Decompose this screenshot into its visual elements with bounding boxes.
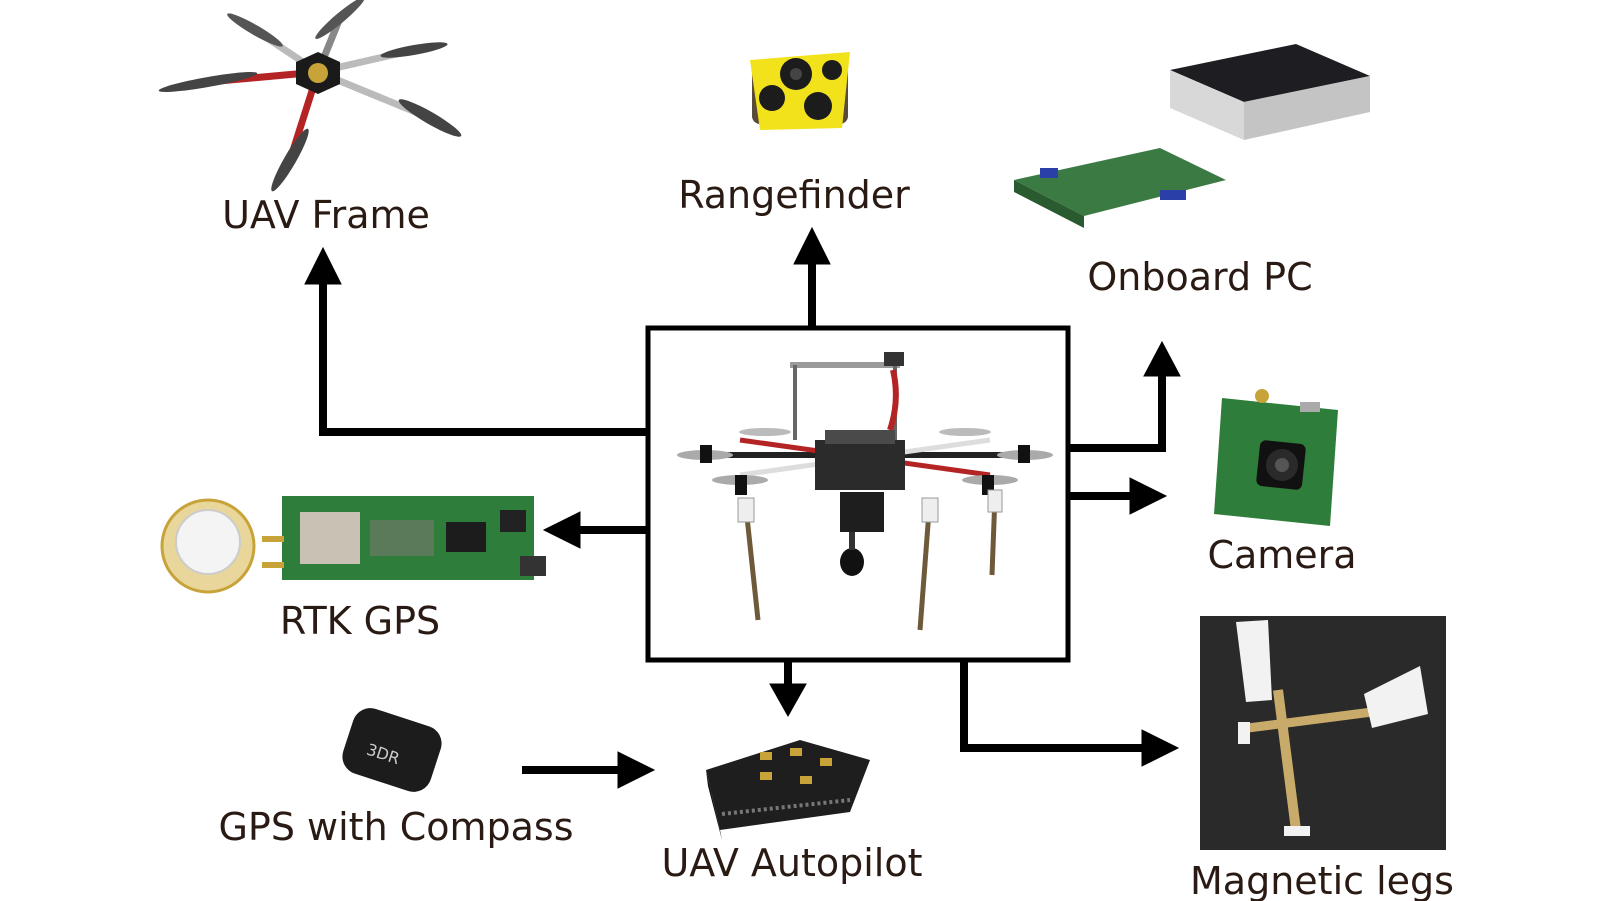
autopilot-board-image — [706, 740, 870, 840]
rtk-gps-board-image — [160, 496, 546, 594]
label-rangefinder: Rangefinder — [678, 173, 910, 217]
label-gps-with-compass: GPS with Compass — [218, 805, 573, 849]
arrow-to-onboard-pc — [1068, 372, 1166, 452]
arrowhead-rangefinder — [793, 226, 831, 265]
arrow-to-frame — [319, 280, 648, 436]
label-onboard-pc: Onboard PC — [1087, 255, 1312, 299]
onboard-pc-image — [1014, 44, 1370, 228]
connector-arrows — [304, 226, 1181, 789]
arrowhead-magnetic-legs — [1141, 729, 1180, 767]
gps-compass-puck-image: 3DR — [342, 708, 442, 792]
magnetic-legs-photo — [1200, 616, 1446, 850]
arrowhead-gps-to-autopilot — [617, 751, 656, 789]
arrowhead-rtk-gps — [542, 511, 581, 549]
label-camera: Camera — [1207, 533, 1356, 577]
arrowhead-onboard-pc — [1143, 340, 1181, 377]
rangefinder-sensor-image — [750, 52, 850, 130]
arrow-to-magnetic-legs — [960, 660, 1144, 752]
camera-module-image — [1214, 389, 1338, 526]
arrowhead-autopilot — [769, 683, 807, 718]
arrowhead-camera — [1129, 477, 1168, 515]
uav-photo — [677, 352, 1053, 631]
hexacopter-frame-image — [158, 0, 462, 192]
label-magnetic-legs: Magnetic legs — [1190, 859, 1454, 901]
label-uav-autopilot: UAV Autopilot — [661, 841, 922, 885]
label-uav-frame: UAV Frame — [222, 193, 430, 237]
arrowhead-frame — [304, 246, 342, 285]
label-rtk-gps: RTK GPS — [280, 599, 440, 643]
